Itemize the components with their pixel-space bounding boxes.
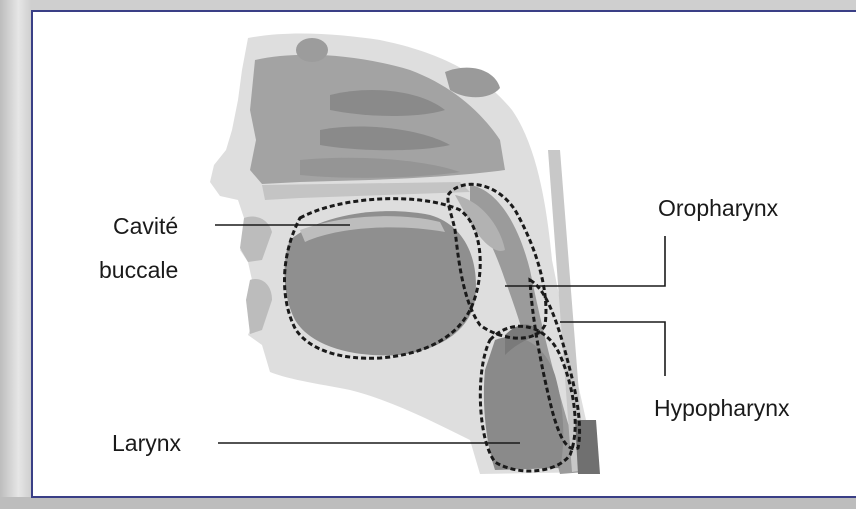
label-oropharynx: Oropharynx: [658, 195, 779, 221]
label-larynx: Larynx: [112, 430, 182, 456]
sinus-top: [296, 38, 328, 62]
label-hypopharynx: Hypopharynx: [654, 395, 790, 421]
label-cavite-line2: buccale: [99, 257, 178, 283]
label-cavite-line1: Cavité: [113, 213, 178, 239]
